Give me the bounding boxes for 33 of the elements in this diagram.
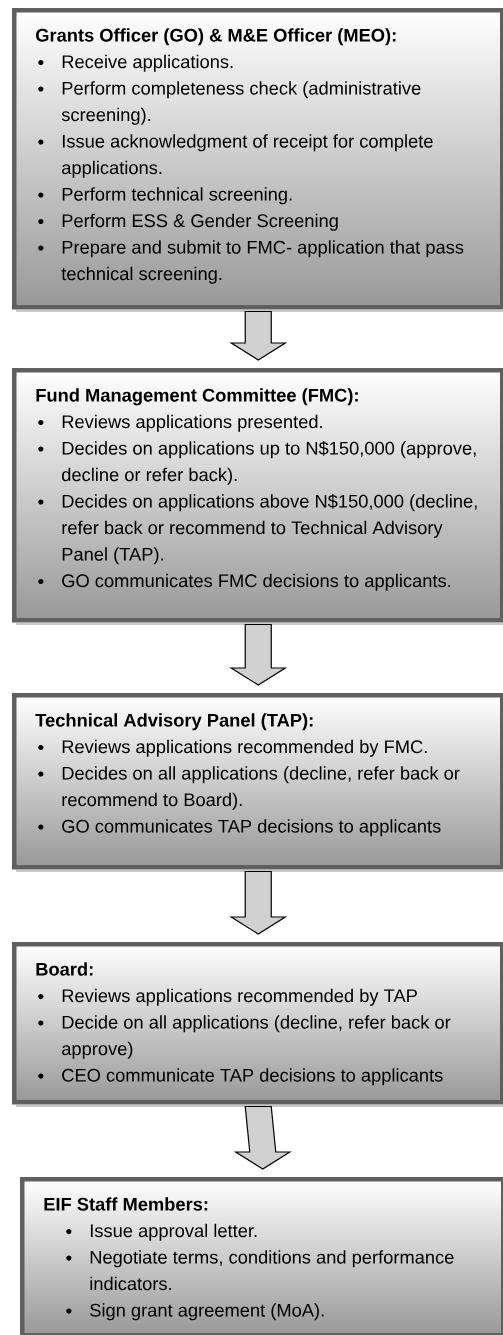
bullet-item: Decides on applications up to N$150,000 (approve, decline or refer back).: [38, 440, 476, 485]
bullet-item: Decide on all applications (decline, refer back or approve): [38, 1015, 451, 1059]
process-box: [12, 942, 503, 1107]
bullet-item: Perform completeness check (administrative screening).: [38, 81, 421, 125]
bullet-item: Issue approval letter.: [66, 1223, 257, 1241]
heading: Grants Officer (GO) & M&E Officer (MEO):: [36, 28, 396, 46]
bullet-item: CEO communicate TAP decisions to applicants: [38, 1068, 443, 1086]
heading: Fund Management Committee (FMC):: [36, 388, 358, 406]
bullet-item: Perform technical screening.: [38, 187, 292, 205]
heading: Board:: [36, 962, 93, 976]
process-box: [12, 8, 503, 312]
block-arrow: [229, 623, 288, 686]
bullet-item: Prepare and submit to FMC- application that pass technical screening.: [38, 240, 464, 284]
block-arrow: [229, 310, 288, 361]
bullet-item: Decides on applications above N$150,000 (decline, refer back or recommend to Technical Advisory Panel (TAP).: [38, 493, 477, 565]
bullet-item: Perform ESS & Gender Screening: [38, 213, 338, 231]
bullet-item: Decides on all applications (decline, refer back or recommend to Board).: [38, 766, 460, 810]
bullet-item: Negotiate terms, conditions and performance indicators.: [66, 1250, 454, 1291]
block-arrow: [229, 870, 288, 935]
bullet-item: Receive applications.: [38, 54, 233, 72]
bullet-item: Reviews applications recommended by FMC.: [38, 739, 427, 757]
bullet-item: Sign grant agreement (MoA).: [66, 1303, 324, 1321]
block-arrow: [233, 1105, 292, 1170]
bullet-item: Reviews applications recommended by TAP: [38, 988, 417, 1006]
process-box: [12, 693, 503, 872]
bullet-item: GO communicates FMC decisions to applicants.: [38, 573, 451, 591]
bullet-item: Issue acknowledgment of receipt for complete applications.: [38, 134, 433, 178]
process-box: [20, 1177, 503, 1335]
bullet-item: Reviews applications presented.: [38, 414, 322, 432]
bullet-item: GO communicates TAP decisions to applicants: [38, 819, 441, 837]
heading: Technical Advisory Panel (TAP):: [35, 713, 313, 731]
heading: EIF Staff Members:: [44, 1197, 208, 1211]
process-box: [12, 368, 503, 625]
